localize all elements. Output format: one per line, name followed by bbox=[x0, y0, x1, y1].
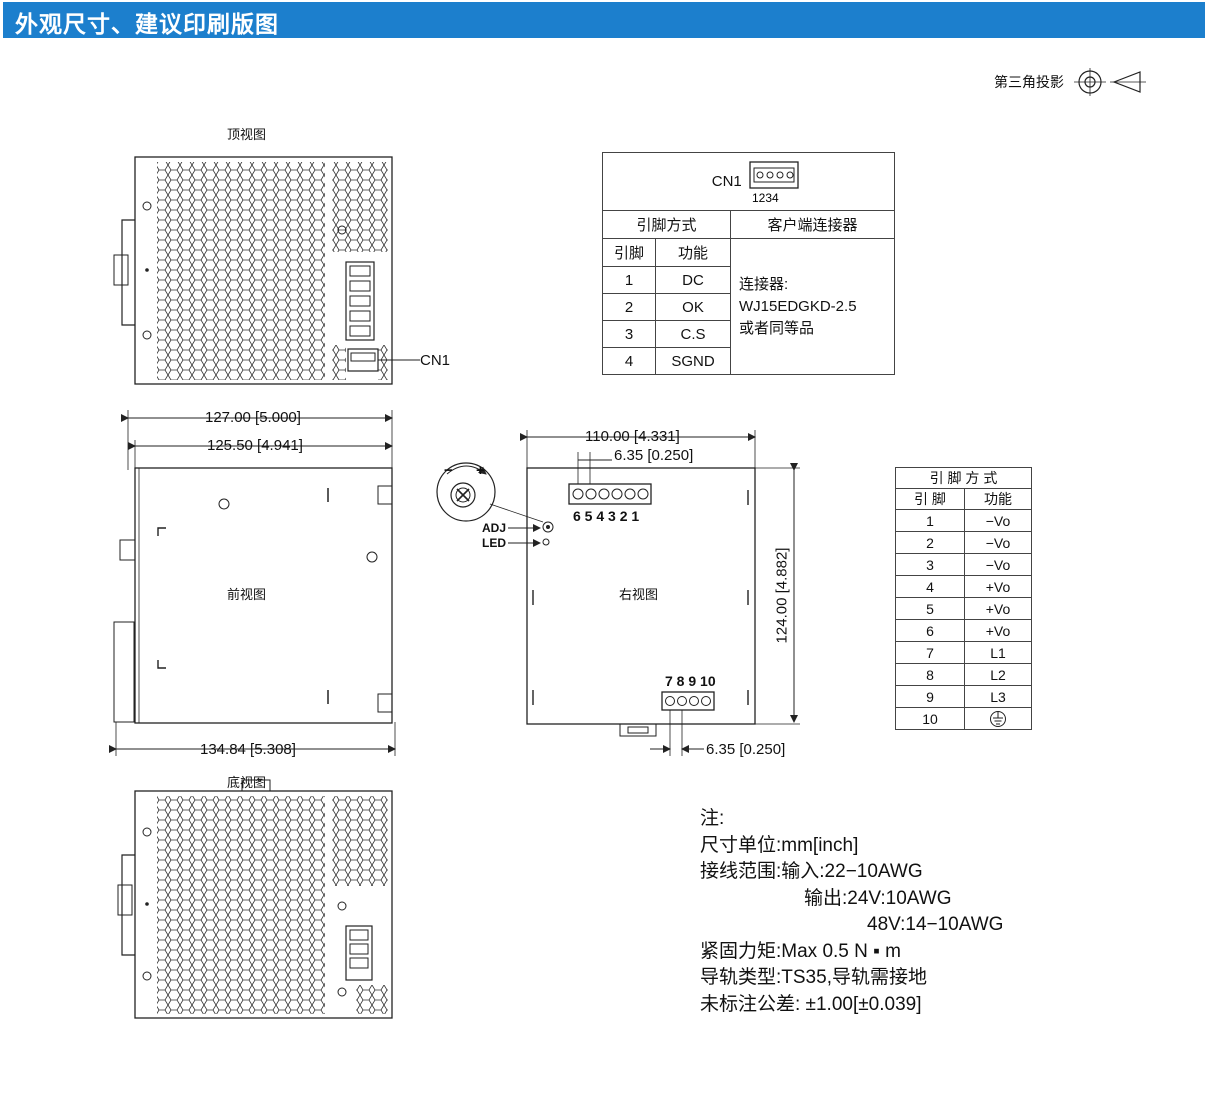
cn1-callout: CN1 bbox=[420, 352, 451, 369]
cn1-connector-image-cell: 1234 bbox=[730, 152, 895, 211]
pin-num: 1 bbox=[895, 509, 965, 532]
terminal-top-numbers: 6 5 4 3 2 1 bbox=[573, 508, 640, 524]
cn1-func: OK bbox=[655, 293, 731, 321]
right-view bbox=[436, 430, 800, 756]
cn1-pin: 2 bbox=[602, 293, 656, 321]
section-title: 外观尺寸、建议印刷版图 bbox=[15, 12, 279, 38]
pin-func: −Vo bbox=[964, 531, 1032, 554]
pin-num: 6 bbox=[895, 619, 965, 642]
adj-label: ADJ bbox=[482, 521, 507, 535]
terminal-bottom-numbers: 7 8 9 10 bbox=[665, 673, 716, 689]
pin-func: L2 bbox=[964, 663, 1032, 686]
notes-rail: 导轨类型:TS35,导轨需接地 bbox=[700, 967, 927, 988]
cn1-func: C.S bbox=[655, 320, 731, 348]
notes-unit: 尺寸单位:mm[inch] bbox=[700, 834, 859, 856]
notes-wire-input: 接线范围:输入:22−10AWG bbox=[700, 861, 923, 882]
cn1-table: CN1 1234 引脚方式 客户端连接器 引脚 功能 连接器: WJ15EDGK… bbox=[602, 152, 895, 375]
pot-minus: − bbox=[444, 462, 453, 479]
cn1-pin: 3 bbox=[602, 320, 656, 348]
cn1-col-pin-method: 引脚方式 bbox=[602, 210, 731, 239]
cn1-connector-info: 连接器: WJ15EDGKD-2.5 或者同等品 bbox=[730, 238, 895, 375]
front-view bbox=[109, 410, 396, 756]
dim-height: 124.00 [4.882] bbox=[773, 547, 791, 644]
connector-line1: 连接器: bbox=[739, 275, 789, 293]
cn1-func: DC bbox=[655, 266, 731, 294]
pin-table: 引 脚 方 式 引 脚 功能 1−Vo 2−Vo 3−Vo 4+Vo 5+Vo … bbox=[895, 467, 1032, 730]
pin-num: 4 bbox=[895, 575, 965, 598]
pin-func: −Vo bbox=[964, 509, 1032, 532]
notes-wire-output-24: 输出:24V:10AWG bbox=[804, 887, 952, 909]
dim-width-inner: 125.50 [4.941] bbox=[207, 437, 303, 454]
pin-num: 2 bbox=[895, 531, 965, 554]
pin-num: 10 bbox=[895, 707, 965, 730]
section-header: 外观尺寸、建议印刷版图 bbox=[3, 2, 1205, 38]
pin-num: 9 bbox=[895, 685, 965, 708]
cn1-name-cell: CN1 bbox=[602, 152, 742, 211]
pin-func: −Vo bbox=[964, 553, 1032, 576]
cn1-func: SGND bbox=[655, 347, 731, 375]
right-view-label: 右视图 bbox=[619, 588, 659, 603]
dim-pitch-bottom: 6.35 [0.250] bbox=[706, 741, 786, 758]
pin-col-function: 功能 bbox=[964, 488, 1032, 510]
notes-tolerance: 未标注公差: ±1.00[±0.039] bbox=[700, 993, 922, 1015]
connector-icon: 1234 bbox=[748, 160, 799, 205]
bottom-view bbox=[117, 779, 393, 1019]
cn1-pin-nums: 1234 bbox=[752, 191, 779, 205]
pin-func: +Vo bbox=[964, 619, 1032, 642]
dim-depth: 110.00 [4.331] bbox=[585, 428, 680, 445]
dim-pitch-top: 6.35 [0.250] bbox=[614, 447, 694, 464]
cn1-name: CN1 bbox=[711, 173, 742, 190]
pin-func: L1 bbox=[964, 641, 1032, 664]
cn1-pin: 4 bbox=[602, 347, 656, 375]
pin-table-title: 引 脚 方 式 bbox=[895, 467, 1032, 489]
ground-icon bbox=[990, 710, 1006, 727]
cn1-col-function: 功能 bbox=[655, 238, 731, 267]
pin-num: 3 bbox=[895, 553, 965, 576]
connector-line2: WJ15EDGKD-2.5 bbox=[739, 297, 857, 315]
top-view-label: 顶视图 bbox=[227, 128, 267, 143]
cn1-col-pin: 引脚 bbox=[602, 238, 656, 267]
notes: 注: 尺寸单位:mm[inch] 接线范围:输入:22−10AWG 输出:24V… bbox=[700, 806, 1003, 1018]
pin-num: 8 bbox=[895, 663, 965, 686]
pin-col-pin: 引 脚 bbox=[895, 488, 965, 510]
pin-num: 5 bbox=[895, 597, 965, 620]
connector-line3: 或者同等品 bbox=[739, 319, 815, 337]
notes-title: 注: bbox=[700, 808, 725, 829]
pin-num: 7 bbox=[895, 641, 965, 664]
top-view bbox=[113, 156, 420, 385]
pin-func-ground bbox=[964, 707, 1032, 730]
notes-wire-output-48: 48V:14−10AWG bbox=[867, 914, 1004, 935]
pin-func: +Vo bbox=[964, 575, 1032, 598]
cn1-pin: 1 bbox=[602, 266, 656, 294]
led-label: LED bbox=[482, 536, 506, 550]
cn1-col-connector: 客户端连接器 bbox=[730, 210, 895, 239]
notes-torque: 紧固力矩:Max 0.5 N ▪ m bbox=[700, 940, 901, 962]
dim-width-bottom: 134.84 [5.308] bbox=[200, 741, 296, 758]
projection-label: 第三角投影 bbox=[994, 75, 1064, 91]
front-view-label: 前视图 bbox=[227, 588, 267, 603]
pot-plus: + bbox=[476, 462, 485, 479]
dim-width-outer: 127.00 [5.000] bbox=[205, 409, 301, 426]
pin-func: +Vo bbox=[964, 597, 1032, 620]
pin-func: L3 bbox=[964, 685, 1032, 708]
